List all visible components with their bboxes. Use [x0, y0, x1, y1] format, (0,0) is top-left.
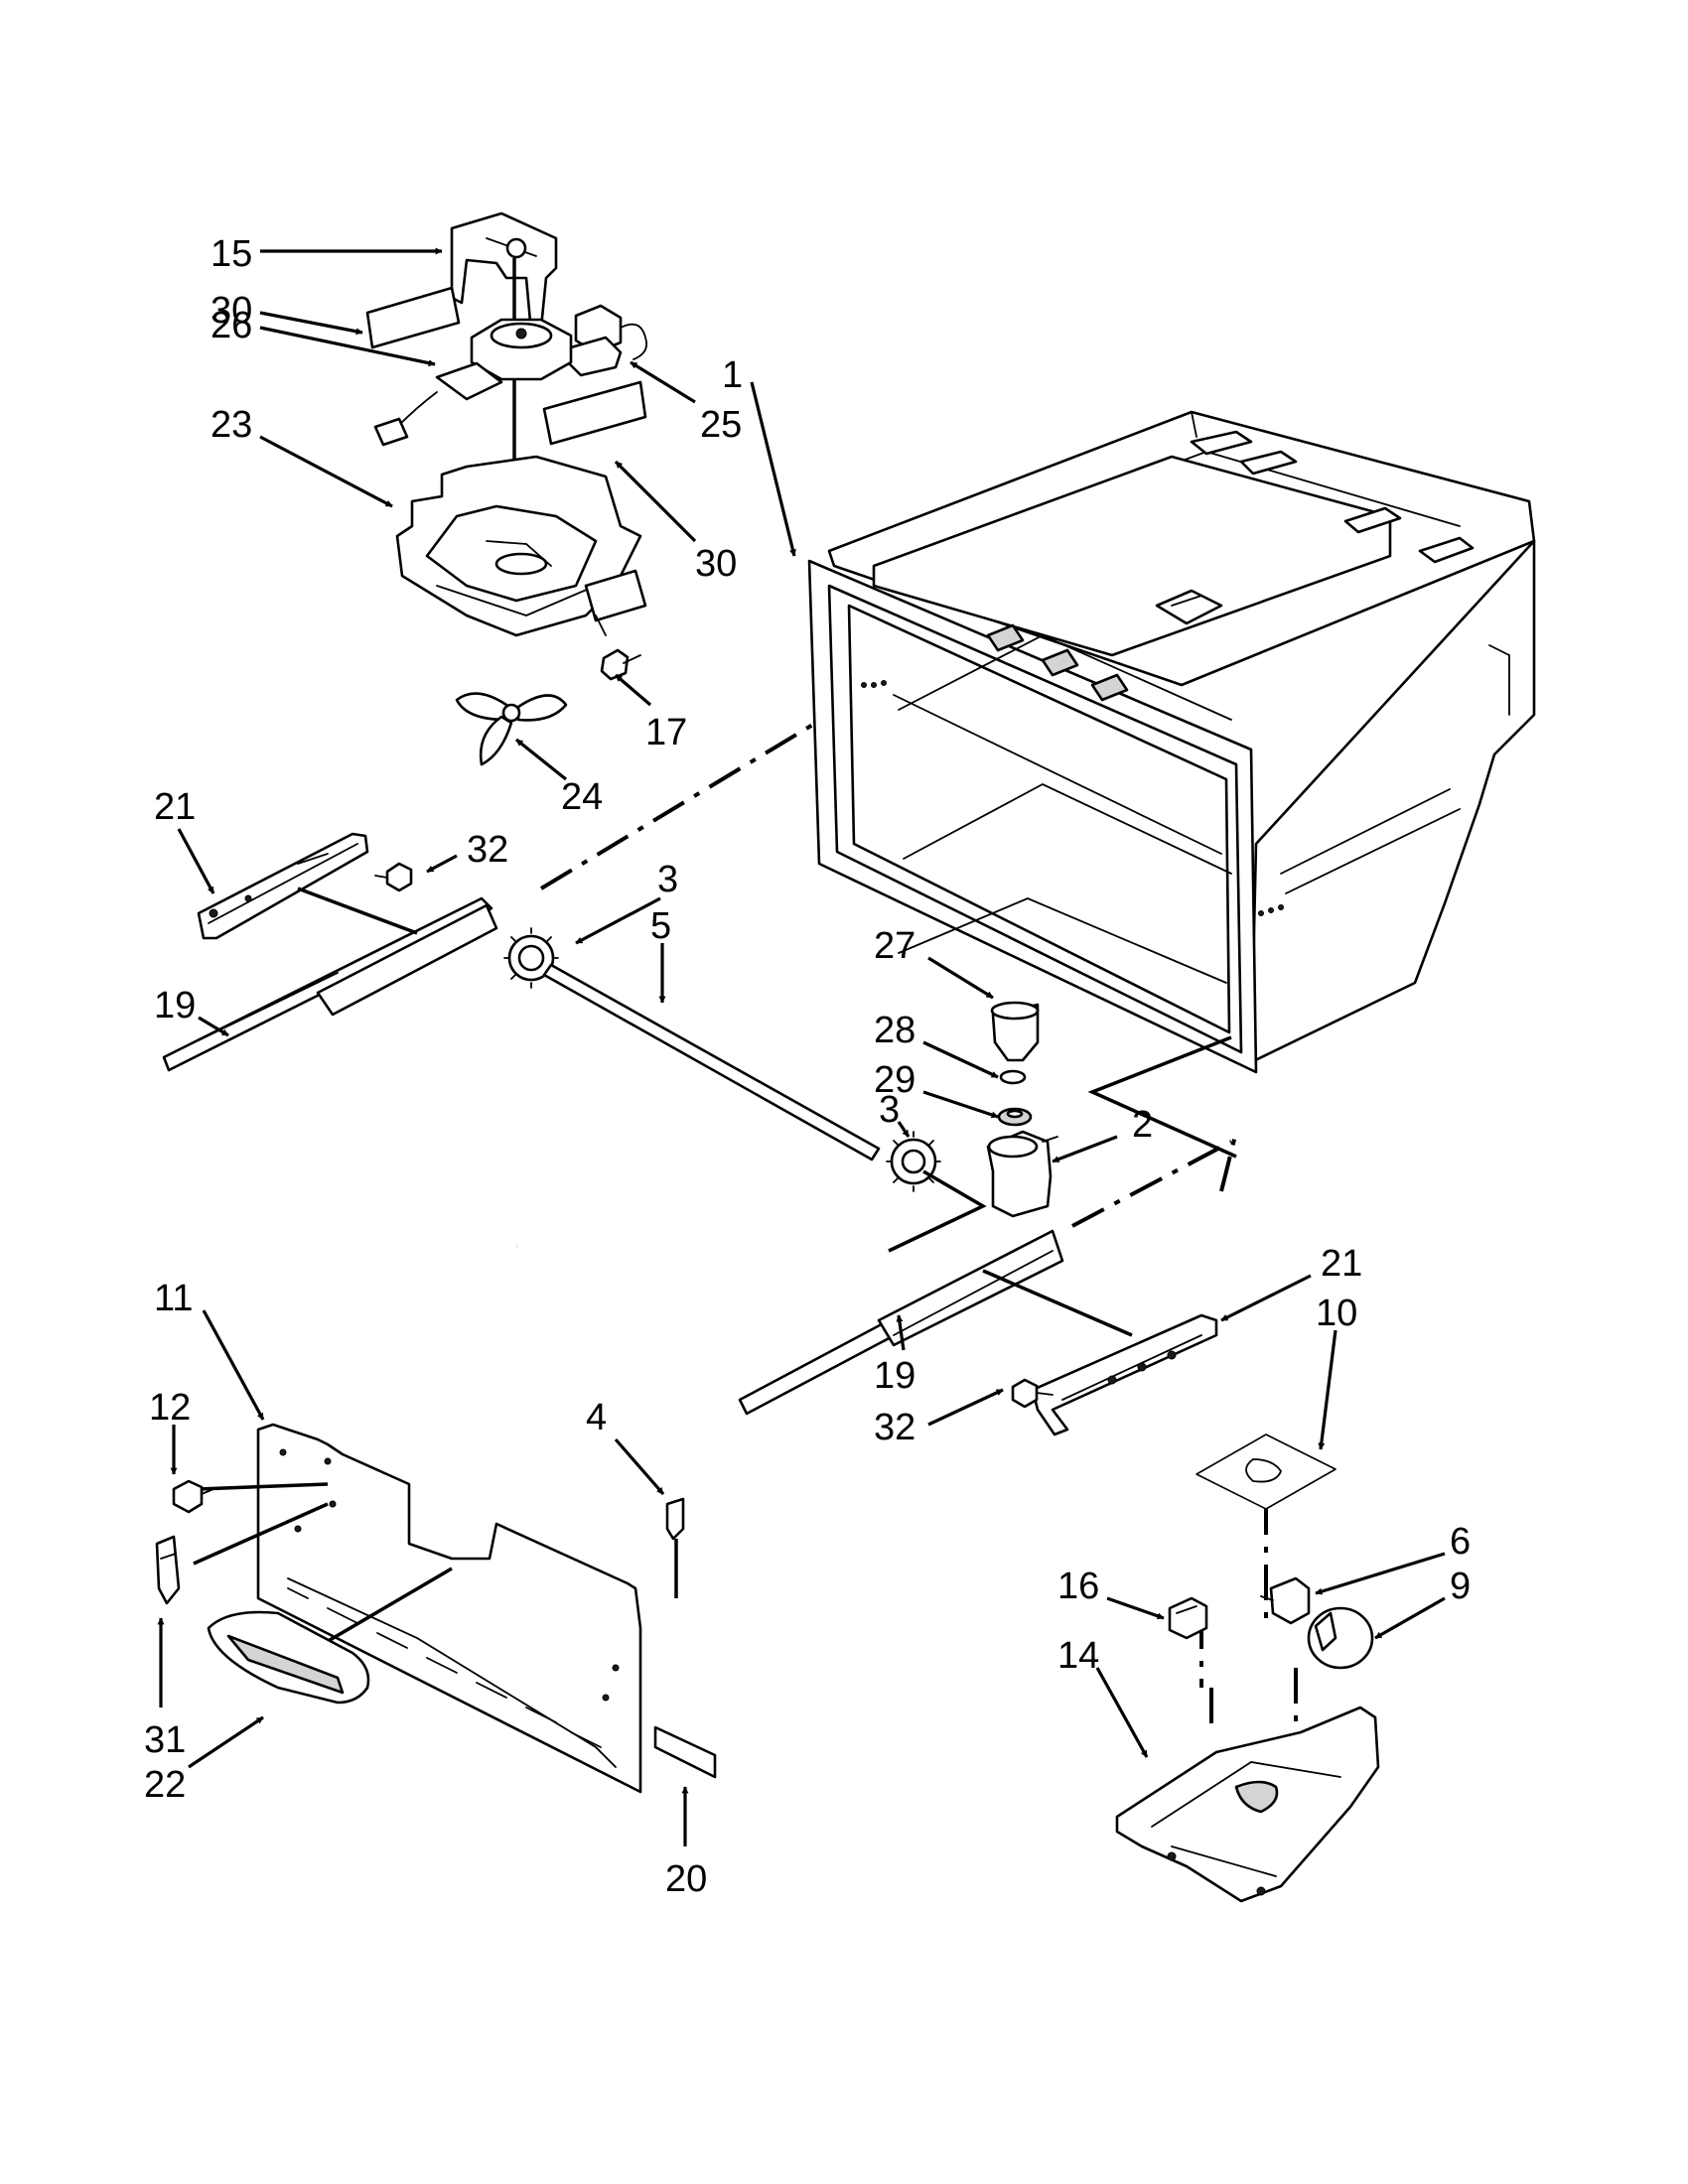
callout-24: 24 [561, 776, 603, 818]
callout-31: 31 [144, 1719, 186, 1761]
callout-4: 4 [586, 1397, 607, 1438]
callout-29: 29 [874, 1059, 915, 1101]
callout-1: 1 [722, 354, 743, 396]
callout-16: 16 [1057, 1566, 1099, 1607]
label-sheet [1196, 1433, 1336, 1510]
callout-19: 19 [154, 985, 196, 1026]
leader-arrows [157, 247, 1446, 1846]
freezer-drawer-bin [807, 410, 1536, 1074]
center-right-components [886, 1001, 1237, 1253]
callout-12: 12 [149, 1387, 191, 1429]
callout-28: 28 [874, 1010, 915, 1051]
callout-23: 23 [211, 404, 252, 446]
callout-3: 3 [879, 1089, 900, 1131]
callout-30: 30 [695, 543, 737, 585]
callout-21: 21 [1321, 1243, 1362, 1285]
callout-20: 20 [665, 1858, 707, 1900]
callout-30: 30 [211, 290, 252, 332]
kickplate-assembly [155, 1423, 717, 1794]
callout-25: 25 [700, 404, 742, 446]
callout-labels: 15 30 26 23 25 30 1 17 24 21 32 3 5 19 2… [144, 233, 1471, 1900]
callout-14: 14 [1057, 1635, 1099, 1677]
light-housing-assembly [1115, 1576, 1380, 1903]
left-rail-assembly [162, 832, 881, 1161]
right-rail-assembly [738, 1229, 1218, 1436]
callout-9: 9 [1450, 1566, 1471, 1607]
callout-2: 2 [1132, 1104, 1153, 1146]
callout-17: 17 [645, 712, 687, 753]
callout-32: 32 [467, 829, 508, 871]
callout-5: 5 [650, 905, 671, 947]
callout-27: 27 [874, 925, 915, 967]
gear-right [886, 1131, 941, 1192]
callout-15: 15 [211, 233, 252, 275]
callout-21: 21 [154, 786, 196, 828]
assembly-lines [539, 698, 1298, 1737]
callout-32: 32 [874, 1407, 915, 1448]
callout-3: 3 [657, 859, 678, 900]
callout-26: 26 [211, 305, 252, 346]
gear-left [503, 927, 559, 989]
vent-slots [287, 1587, 602, 1748]
callout-19: 19 [874, 1355, 915, 1397]
callout-11: 11 [154, 1278, 193, 1319]
callout-6: 6 [1450, 1521, 1471, 1563]
callout-10: 10 [1316, 1293, 1357, 1334]
callout-22: 22 [144, 1764, 186, 1806]
evaporator-fan-assembly [365, 211, 648, 766]
